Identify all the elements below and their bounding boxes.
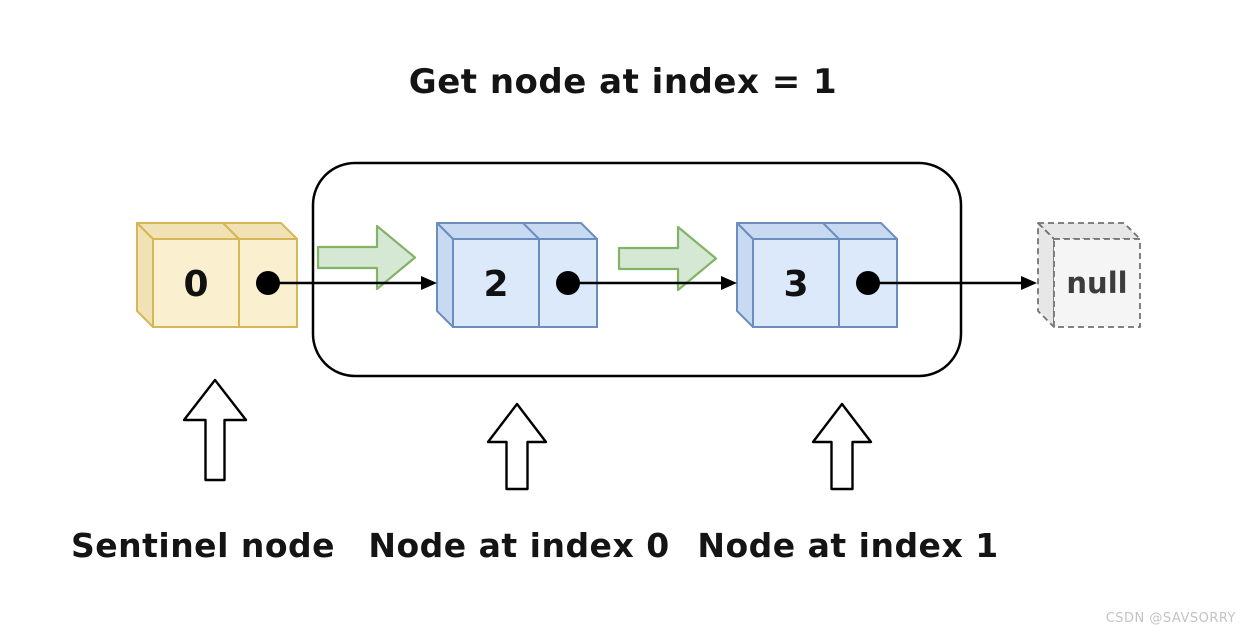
up-arrow-node-1 xyxy=(811,402,873,491)
pointer-dot xyxy=(256,271,280,295)
arrowhead-icon xyxy=(421,276,437,290)
diagram-title: Get node at index = 1 xyxy=(408,62,838,102)
node-index-1-cube: 3 xyxy=(736,222,898,328)
next-pointer-arrow-sentinel-to-0 xyxy=(256,271,437,295)
cube-left-face xyxy=(736,222,754,328)
cube-left-face xyxy=(436,222,454,328)
null-node-cube: null xyxy=(1037,222,1141,328)
cube-left-face xyxy=(136,222,154,328)
node-index-1-value: 3 xyxy=(783,264,808,305)
cube-left-face xyxy=(1037,222,1055,328)
index-window-outline xyxy=(311,161,963,378)
pointer-dot xyxy=(556,271,580,295)
right-block-arrow xyxy=(316,224,417,291)
caption-node-at-index-0: Node at index 0 xyxy=(368,526,670,565)
caption-node-at-index-1: Node at index 1 xyxy=(697,526,999,565)
cube-top-face xyxy=(1037,222,1141,240)
arrowhead-icon xyxy=(1021,276,1037,290)
sentinel-node-cube: 0 xyxy=(136,222,298,328)
caption-sentinel-node: Sentinel node xyxy=(70,526,336,565)
cube-cell-divider xyxy=(222,222,240,327)
cube-top-face xyxy=(736,222,898,240)
traverse-arrow-icon xyxy=(316,224,417,291)
csdn-watermark: CSDN @SAVSORRY xyxy=(1105,611,1236,626)
null-value: null xyxy=(1066,266,1127,300)
next-pointer-arrow-1-to-null xyxy=(856,271,1037,295)
traverse-arrow-icon xyxy=(617,225,718,292)
pointer-dot xyxy=(856,271,880,295)
sentinel-value: 0 xyxy=(183,264,208,305)
up-arrow-sentinel xyxy=(182,378,248,482)
arrowhead-icon xyxy=(721,276,737,290)
cube-front-face xyxy=(1053,238,1141,328)
next-pointer-arrow-0-to-1 xyxy=(556,271,737,295)
node-index-0-cube: 2 xyxy=(436,222,598,328)
cube-cell-divider xyxy=(522,222,540,327)
cube-cell-divider xyxy=(822,222,840,327)
cube-top-face xyxy=(436,222,598,240)
right-block-arrow xyxy=(617,225,718,292)
node-index-0-value: 2 xyxy=(483,264,508,305)
cube-top-face xyxy=(136,222,298,240)
up-arrow-node-0 xyxy=(486,402,548,491)
